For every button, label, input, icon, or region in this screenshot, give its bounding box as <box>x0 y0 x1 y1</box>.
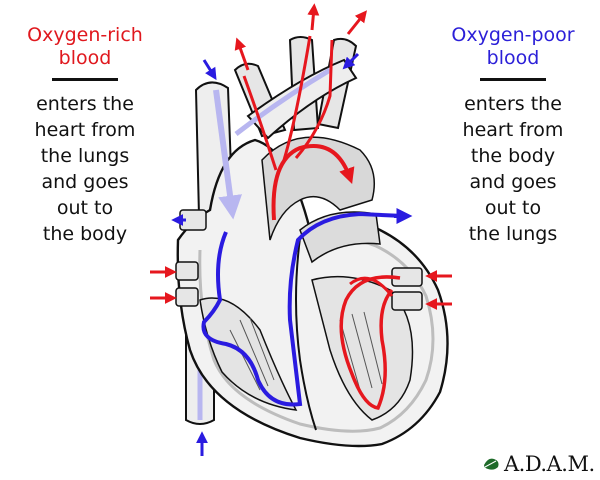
divider <box>480 78 546 81</box>
description-line: the lungs <box>40 145 130 167</box>
oxygen-poor-title: Oxygen-poor blood <box>428 24 598 70</box>
heart-outline <box>176 136 449 448</box>
description-line: out to <box>56 197 114 219</box>
description-line: the body <box>42 223 128 245</box>
oxygen-rich-title-line: blood <box>58 47 112 69</box>
description-line: heart from <box>462 119 564 141</box>
oxygen-rich-title: Oxygen-rich blood <box>0 24 170 70</box>
oxygen-poor-inflow <box>213 67 332 220</box>
description-line: heart from <box>34 119 136 141</box>
description-line: the lungs <box>468 223 558 245</box>
divider <box>52 78 118 81</box>
aorta-outflow-arrows <box>234 3 367 71</box>
description-line: enters the <box>464 93 562 115</box>
oxygen-rich-path <box>242 35 401 410</box>
pulmonary-inflow-arrows <box>150 266 452 310</box>
oxygen-poor-title-line: blood <box>486 47 540 69</box>
oxygen-rich-description: enters the heart from the lungs and goes… <box>0 91 170 247</box>
description-line: the body <box>470 145 556 167</box>
description-line: out to <box>484 197 542 219</box>
leaf-icon <box>484 458 499 470</box>
oxygen-rich-panel: Oxygen-rich blood enters the heart from … <box>0 24 170 247</box>
logo-text: A.D.A.M. <box>504 452 595 476</box>
oxygen-poor-panel: Oxygen-poor blood enters the heart from … <box>428 24 598 247</box>
description-line: and goes <box>469 171 557 193</box>
description-line: and goes <box>41 171 129 193</box>
pulmonary-artery <box>246 58 358 140</box>
description-line: enters the <box>36 93 134 115</box>
vena-cava-arrows <box>171 52 360 456</box>
oxygen-rich-title-line: Oxygen-rich <box>27 24 143 46</box>
oxygen-poor-description: enters the heart from the body and goes … <box>428 91 598 247</box>
oxygen-poor-title-line: Oxygen-poor <box>451 24 575 46</box>
oxygen-poor-path <box>201 208 413 407</box>
adam-logo: A.D.A.M. <box>482 452 595 476</box>
